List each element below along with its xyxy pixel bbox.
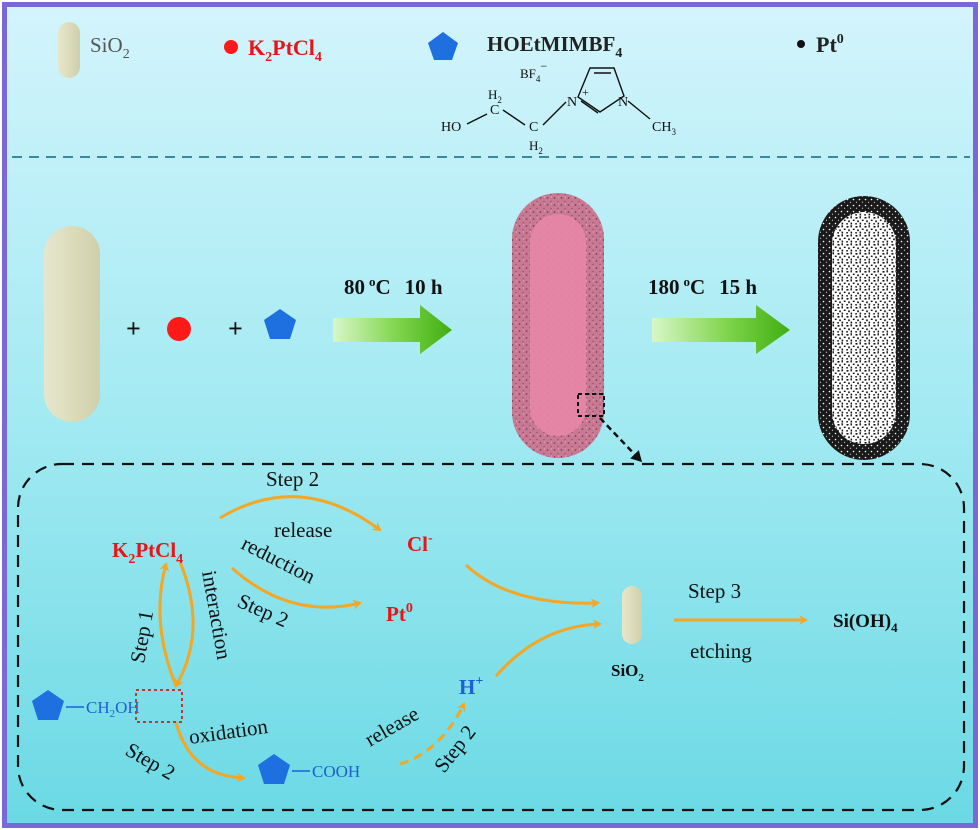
step2-top-label: Step 2 — [266, 467, 319, 491]
structure-h2-bottom: H2 — [529, 138, 543, 156]
mechanism-sio2-rod — [622, 586, 642, 644]
ionic-liquid-reactant-pentagon — [264, 309, 296, 339]
green-arrow-2 — [652, 305, 790, 354]
structure-c2: C — [529, 120, 538, 135]
structure-ch3: CH3 — [652, 120, 676, 137]
structure-h2-top: H2 — [488, 87, 502, 105]
legend-k2ptcl4-label: K2PtCl4 — [248, 35, 322, 65]
pentagon-cooh-icon — [258, 754, 290, 784]
structure-n1: N — [567, 95, 577, 110]
zoom-dashed-box — [577, 393, 605, 417]
pt-coated-rod-inner — [832, 212, 896, 444]
structure-n2: N — [618, 95, 628, 110]
cl-ion-label: Cl- — [407, 531, 433, 556]
legend-pentagon-icon — [428, 32, 458, 60]
sio2-rod-reactant — [44, 226, 100, 422]
ch2oh-label: CH2OH — [86, 698, 140, 720]
pentagon-ch2oh-icon — [32, 690, 64, 720]
legend-k2ptcl4-dot — [224, 40, 238, 54]
background — [7, 7, 973, 823]
legend-pt0-dot — [797, 40, 805, 48]
product-label: Si(OH)4 — [833, 611, 898, 635]
legend-pt0-label: Pt0 — [816, 32, 844, 57]
mechanism-k2ptcl4-label: K2PtCl4 — [112, 538, 183, 567]
cooh-label: COOH — [312, 762, 360, 781]
mechanism-arrows — [158, 495, 808, 783]
plus-sign-1: + — [126, 314, 141, 343]
mechanism-dashed-box — [16, 462, 966, 812]
k2ptcl4-reactant-dot — [167, 317, 191, 341]
structure-ho: HO — [441, 120, 461, 135]
step3-label: Step 3 — [688, 579, 741, 603]
legend-sio2-rod — [58, 22, 80, 78]
plus-sign-2: + — [228, 314, 243, 343]
structure-bf4: BF4− — [520, 59, 547, 84]
oh-highlight-box — [135, 689, 183, 723]
legend-ionic-liquid-label: HOEtMIMBF4 — [487, 32, 622, 61]
mechanism-sio2-label: SiO2 — [611, 661, 644, 684]
legend-sio2-label: SiO2 — [90, 33, 130, 62]
green-arrow-1 — [333, 305, 452, 354]
ionic-liquid-structure — [466, 67, 651, 126]
h-ion-label: H+ — [459, 674, 483, 699]
etching-label: etching — [690, 639, 752, 663]
structure-plus: + — [582, 85, 589, 99]
pink-coated-rod-inner — [530, 214, 586, 436]
release-top-label: release — [274, 518, 332, 542]
pt0-mechanism-label: Pt0 — [386, 601, 413, 626]
structure-c1: C — [490, 103, 499, 118]
